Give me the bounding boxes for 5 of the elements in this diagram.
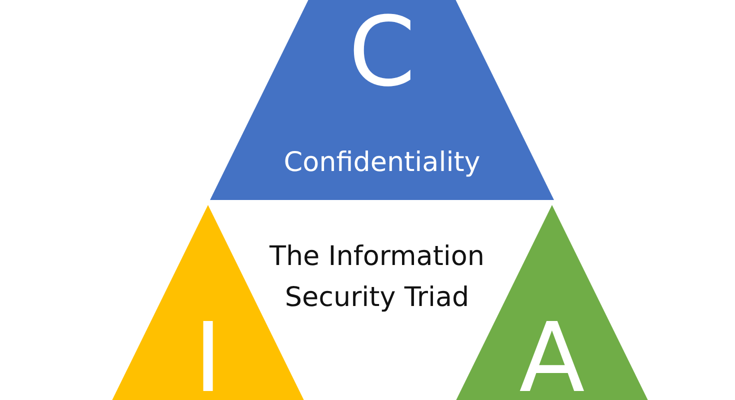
initial-letter: A (519, 308, 585, 400)
initial-letter: I (194, 308, 222, 400)
principle-label: Confidentiality (284, 147, 480, 179)
triad-heading: The Information Security Triad (268, 240, 486, 315)
initial-letter: C (348, 2, 416, 102)
